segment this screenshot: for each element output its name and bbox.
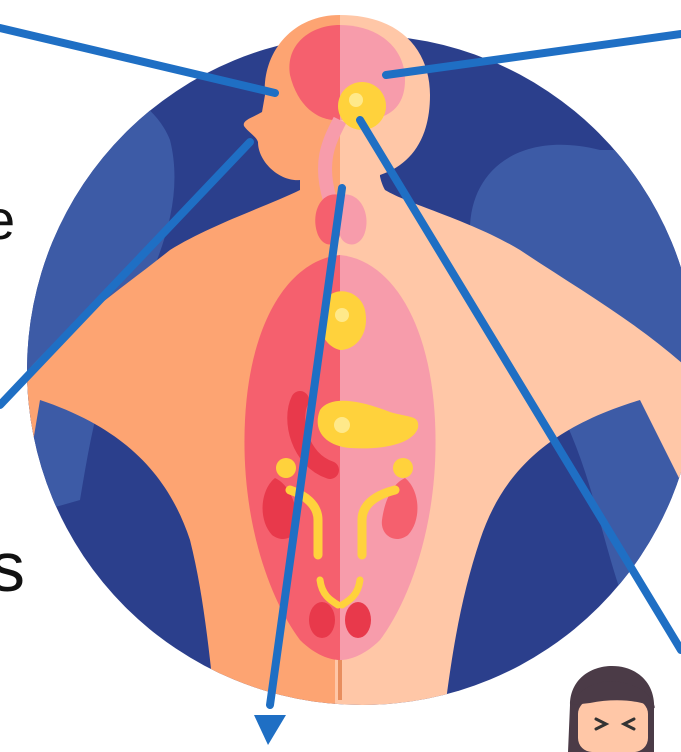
edge-text-bottom: s xyxy=(0,532,25,602)
gonad-right xyxy=(345,602,371,638)
gonad-left xyxy=(309,602,335,638)
edge-text-top: e xyxy=(0,192,15,248)
arrow-down-head xyxy=(254,715,286,745)
arrow-to-head-left xyxy=(0,28,275,93)
frustrated-person-icon xyxy=(568,666,655,752)
